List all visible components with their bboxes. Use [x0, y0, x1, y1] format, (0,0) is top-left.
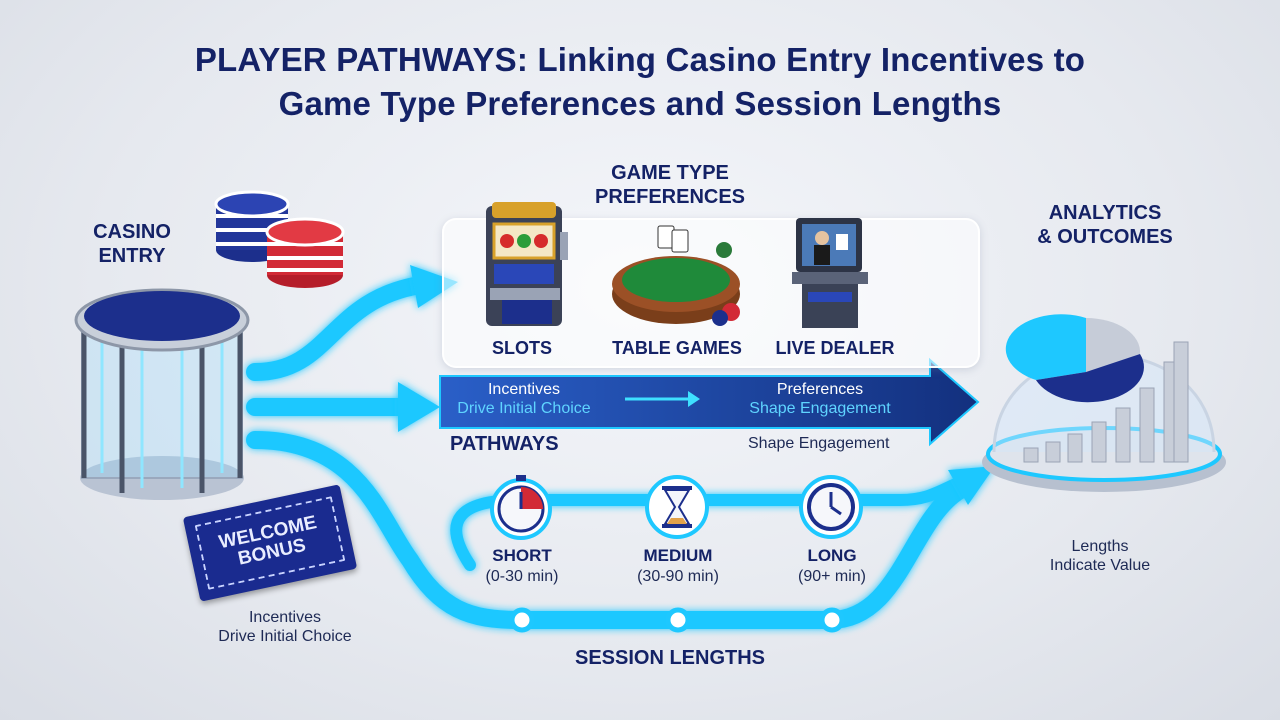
analytics-caption-line-1: Lengths — [1071, 538, 1129, 555]
track-node — [819, 607, 845, 633]
card-table-icon — [612, 225, 740, 326]
analytics-heading: ANALYTICS & OUTCOMES — [1037, 202, 1173, 248]
game-types-heading: GAME TYPE PREFERENCES — [594, 162, 746, 208]
session-label-medium: MEDIUM — [643, 546, 713, 565]
game-label-live-dealer: LIVE DEALER — [775, 338, 895, 358]
analytics-dome-chart-icon — [982, 314, 1226, 492]
arrowhead-analytics — [948, 466, 995, 505]
session-lengths-heading: SESSION LENGTHS — [574, 647, 766, 669]
casino-chips-icon — [214, 190, 345, 288]
revolving-door-entry-icon — [74, 288, 250, 500]
page-title: PLAYER PATHWAYS: Linking Casino Entry In… — [0, 38, 1280, 126]
game-label-table-games: TABLE GAMES — [612, 338, 742, 358]
title-line-2: Game Type Preferences and Session Length… — [278, 85, 1002, 122]
session-range-medium: (30-90 min) — [637, 568, 719, 585]
entry-caption-line-1: Incentives — [248, 609, 322, 626]
entry-caption-line-2: Drive Initial Choice — [218, 628, 352, 645]
analytics-caption-line-2: Indicate Value — [1049, 557, 1151, 574]
banner-right-line-2: Shape Engagement — [749, 400, 891, 417]
session-label-short: SHORT — [492, 546, 552, 565]
banner-preferences: Preferences Shape Engagement — [740, 380, 900, 418]
hourglass-icon — [645, 475, 709, 539]
arrowhead-game-types — [410, 265, 458, 308]
banner-incentives: Incentives Drive Initial Choice — [444, 380, 604, 418]
pathways-banner — [439, 357, 980, 447]
shape-engagement-note: Shape Engagement — [748, 435, 890, 452]
analytics-caption: Lengths Indicate Value — [1030, 537, 1170, 575]
track-node — [665, 607, 691, 633]
flow-to-sessions — [246, 431, 969, 629]
track-node — [509, 607, 535, 633]
arrowhead-pathways — [398, 382, 440, 432]
casino-entry-heading: CASINO ENTRY — [93, 221, 171, 267]
entry-caption: Incentives Drive Initial Choice — [200, 608, 370, 646]
stopwatch-icon — [490, 475, 552, 540]
banner-right-line-1: Preferences — [776, 381, 864, 398]
clock-icon — [799, 475, 863, 539]
session-range-short: (0-30 min) — [485, 568, 559, 585]
slot-machine-icon — [486, 202, 568, 326]
game-label-slots: SLOTS — [491, 338, 552, 358]
pathways-label: PATHWAYS — [450, 433, 559, 455]
banner-left-line-1: Incentives — [487, 381, 561, 398]
flow-to-game-types — [246, 276, 429, 381]
banner-left-line-2: Drive Initial Choice — [457, 400, 591, 417]
title-line-1: PLAYER PATHWAYS: Linking Casino Entry In… — [194, 41, 1086, 78]
live-dealer-kiosk-icon — [792, 218, 868, 328]
session-label-long: LONG — [807, 546, 857, 565]
session-range-long: (90+ min) — [797, 568, 867, 585]
